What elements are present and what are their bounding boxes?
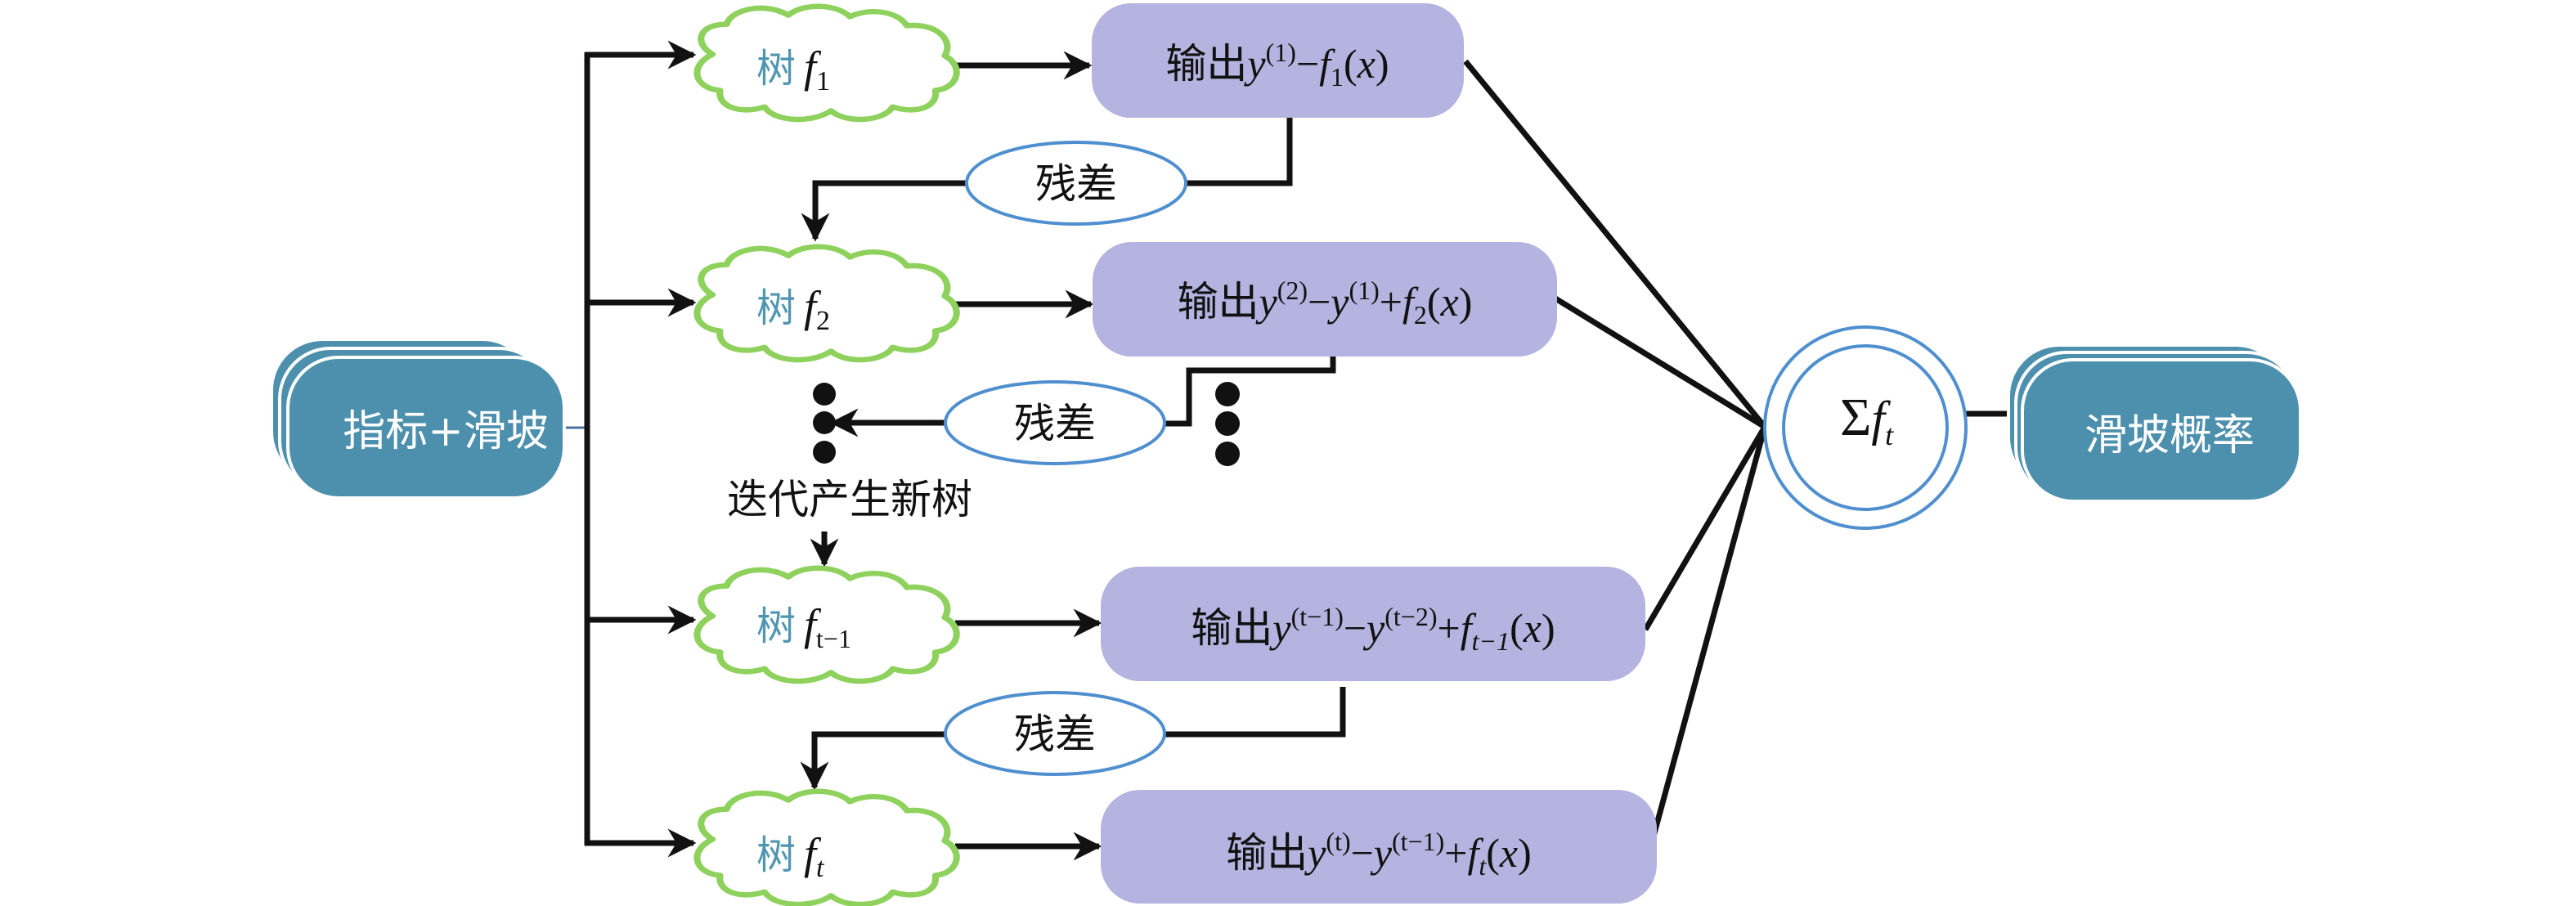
residual-node-1: 残差 [965, 141, 1187, 226]
formula-part: (t) [1326, 827, 1350, 856]
formula-part: + [1444, 830, 1467, 876]
formula-part: − [1344, 605, 1367, 651]
output-box-4-bg [1101, 790, 1657, 904]
formula-part: (1) [1349, 276, 1379, 305]
formula-part: y [1304, 830, 1326, 876]
dot [1215, 382, 1240, 406]
residual-node-3: 残差 [944, 691, 1166, 776]
residual-path-2-in [1165, 355, 1336, 427]
formula-part: t [1479, 851, 1487, 881]
output-prefix: 输出 [1165, 40, 1247, 87]
formula-part: ( [1344, 41, 1358, 87]
formula-part: x [1440, 279, 1459, 325]
formula-part: (t−1) [1291, 602, 1344, 631]
formula-part: ) [1518, 830, 1532, 876]
output-prefix: 输出 [1191, 604, 1272, 652]
output-box-2-formula: 输出y(2)−y(1)+f2(x) [1178, 276, 1473, 330]
dot [1215, 411, 1240, 436]
formula-part: + [1380, 279, 1402, 325]
residual-label-1: 残差 [1035, 160, 1117, 208]
residual-label-2: 残差 [1014, 400, 1096, 447]
merge-line-4 [1649, 426, 1768, 843]
residual-ellipse-1 [965, 141, 1187, 226]
connectors [564, 40, 2008, 861]
formula-part: (2) [1277, 276, 1308, 305]
formula-part: − [1296, 41, 1319, 87]
formula-part: y [1362, 605, 1385, 651]
result-box-layer-front [2021, 358, 2302, 503]
input-box-label: 指标+滑坡 [343, 407, 549, 456]
formula-part: ) [1542, 605, 1555, 651]
formula-part: x [1357, 41, 1376, 87]
ellipsis-dots-right-icon [1215, 382, 1240, 466]
input-box: 指标+滑坡 [270, 338, 566, 500]
input-box-layer-front [286, 356, 566, 500]
cloud-shape-icon [697, 247, 956, 360]
formula-part: y [1326, 279, 1349, 325]
output-box-4-formula: 输出y(t)−y(t−1)+ft(x) [1226, 827, 1532, 881]
result-box: 滑坡概率 [2007, 343, 2302, 503]
output-prefix: 输出 [1226, 829, 1308, 877]
output-box-1-bg [1092, 3, 1464, 118]
formula-part: ( [1427, 279, 1441, 325]
dot [813, 383, 836, 406]
residual-path-1-out [801, 180, 967, 242]
merge-line-2 [1554, 296, 1766, 429]
formula-part: t−1 [1472, 626, 1510, 656]
output-box-2-bg [1093, 242, 1557, 357]
formula-part: (t−2) [1384, 602, 1437, 631]
output-box-4: 输出y(t)−y(t−1)+ft(x) [1101, 790, 1657, 904]
cloud-shape-icon [697, 7, 956, 119]
iterate-label: 迭代产生新树 [727, 476, 972, 523]
formula-part: ( [1510, 605, 1524, 651]
output-prefix: 输出 [1178, 278, 1259, 325]
residual-node-2: 残差 [944, 380, 1166, 465]
formula-part: 2 [1414, 300, 1427, 330]
residual-ellipse-2 [944, 380, 1166, 465]
cloud-shape-icon [697, 792, 956, 904]
merge-line-3 [1642, 425, 1768, 631]
residual-ellipse-3 [944, 691, 1166, 776]
dot [813, 441, 836, 464]
residual-path-3-in [1165, 687, 1346, 738]
formula-part: (t−1) [1392, 827, 1444, 856]
formula-part: x [1499, 830, 1518, 876]
formula-part: + [1438, 605, 1461, 651]
output-box-1: 输出y(1)−f1(x) [1092, 3, 1464, 118]
tree-node-1 [697, 7, 956, 119]
formula-part: y [1243, 41, 1266, 87]
tree-node-2 [697, 247, 956, 360]
output-box-3: 输出y(t−1)−y(t−2)+ft−1(x) [1101, 567, 1645, 681]
formula-part: − [1351, 830, 1374, 876]
ellipsis-dots-left-icon [813, 383, 836, 464]
residual-label-3: 残差 [1014, 711, 1096, 758]
formula-part: 1 [1331, 62, 1344, 92]
output-box-3-formula: 输出y(t−1)−y(t−2)+ft−1(x) [1191, 602, 1555, 656]
sum-node: Σft [1763, 325, 1968, 530]
formula-part: y [1255, 279, 1278, 325]
formula-part: (1) [1266, 38, 1296, 67]
formula-part: ) [1376, 41, 1389, 87]
output-box-2: 输出y(2)−y(1)+f2(x) [1093, 242, 1557, 357]
residual-path-1-in [1186, 117, 1293, 186]
dot [813, 411, 836, 434]
result-box-label: 滑坡概率 [2085, 411, 2255, 460]
formula-part: x [1523, 605, 1542, 651]
formula-part: − [1308, 279, 1331, 325]
formula-part: ) [1459, 279, 1473, 325]
formula-part: y [1268, 605, 1291, 651]
dot [1215, 442, 1240, 466]
tree-node-4 [697, 792, 956, 904]
sum-inner-ring [1782, 344, 1949, 511]
output-box-3-bg [1101, 567, 1645, 681]
formula-part: y [1370, 830, 1393, 876]
formula-part: ( [1486, 830, 1500, 876]
merge-line-1 [1463, 59, 1767, 429]
output-box-1-formula: 输出y(1)−f1(x) [1165, 38, 1389, 92]
residual-path-3-out [800, 731, 945, 791]
